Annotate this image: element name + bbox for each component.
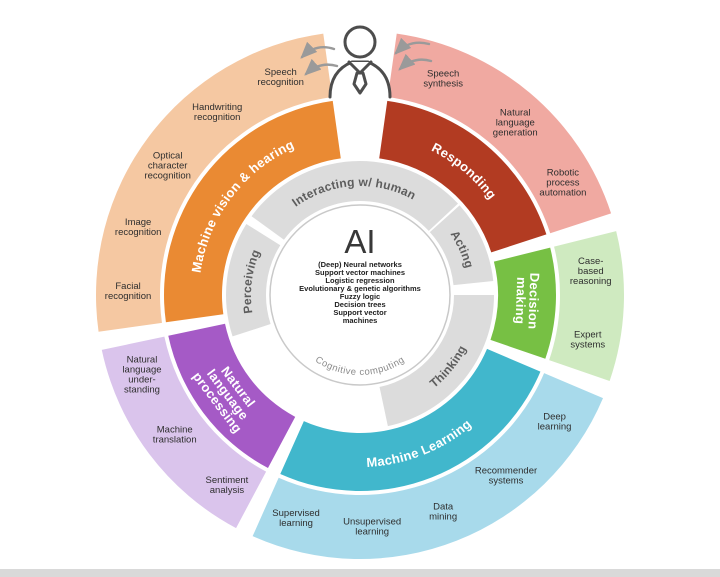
technique-line: Support vector bbox=[333, 308, 386, 317]
segment-machine-learning bbox=[280, 348, 541, 491]
technique-line: Evolutionary & genetic algorithms bbox=[299, 284, 421, 293]
segment-decision-making bbox=[490, 247, 557, 359]
segment-responding bbox=[379, 100, 547, 253]
outer-segment-machine-learning-apps bbox=[252, 373, 604, 560]
segment-thinking bbox=[379, 295, 494, 427]
ai-title: AI bbox=[344, 223, 375, 260]
technique-line: Fuzzy logic bbox=[340, 292, 380, 301]
person-icon bbox=[328, 25, 392, 99]
speech-arrows-right bbox=[394, 37, 433, 71]
segment-machine-vision-hearing bbox=[164, 100, 341, 323]
segment-perceiving bbox=[225, 223, 281, 337]
ai-core-circle bbox=[269, 204, 451, 386]
outer-segment-responding-apps bbox=[387, 33, 612, 234]
label-decision-making: Decisionmaking bbox=[512, 272, 542, 330]
human-figure-group bbox=[300, 25, 433, 99]
speech-arrows-left bbox=[300, 41, 339, 76]
segment-acting bbox=[429, 205, 494, 286]
outer-segment-nlp-apps bbox=[101, 336, 267, 529]
outer-segment-decision-making-apps bbox=[549, 231, 625, 381]
bottom-bar bbox=[0, 569, 720, 577]
technique-line: Decision trees bbox=[334, 300, 385, 309]
technique-line: Logistic regression bbox=[325, 276, 395, 285]
outer-segment-vision-hearing-apps bbox=[96, 33, 333, 332]
segment-interacting-w-human bbox=[251, 160, 458, 240]
technique-line: machines bbox=[343, 316, 378, 325]
technique-line: (Deep) Neural networks bbox=[318, 260, 402, 269]
segment-natural-language-processing bbox=[168, 323, 296, 469]
technique-line: Support vector machines bbox=[315, 268, 405, 277]
